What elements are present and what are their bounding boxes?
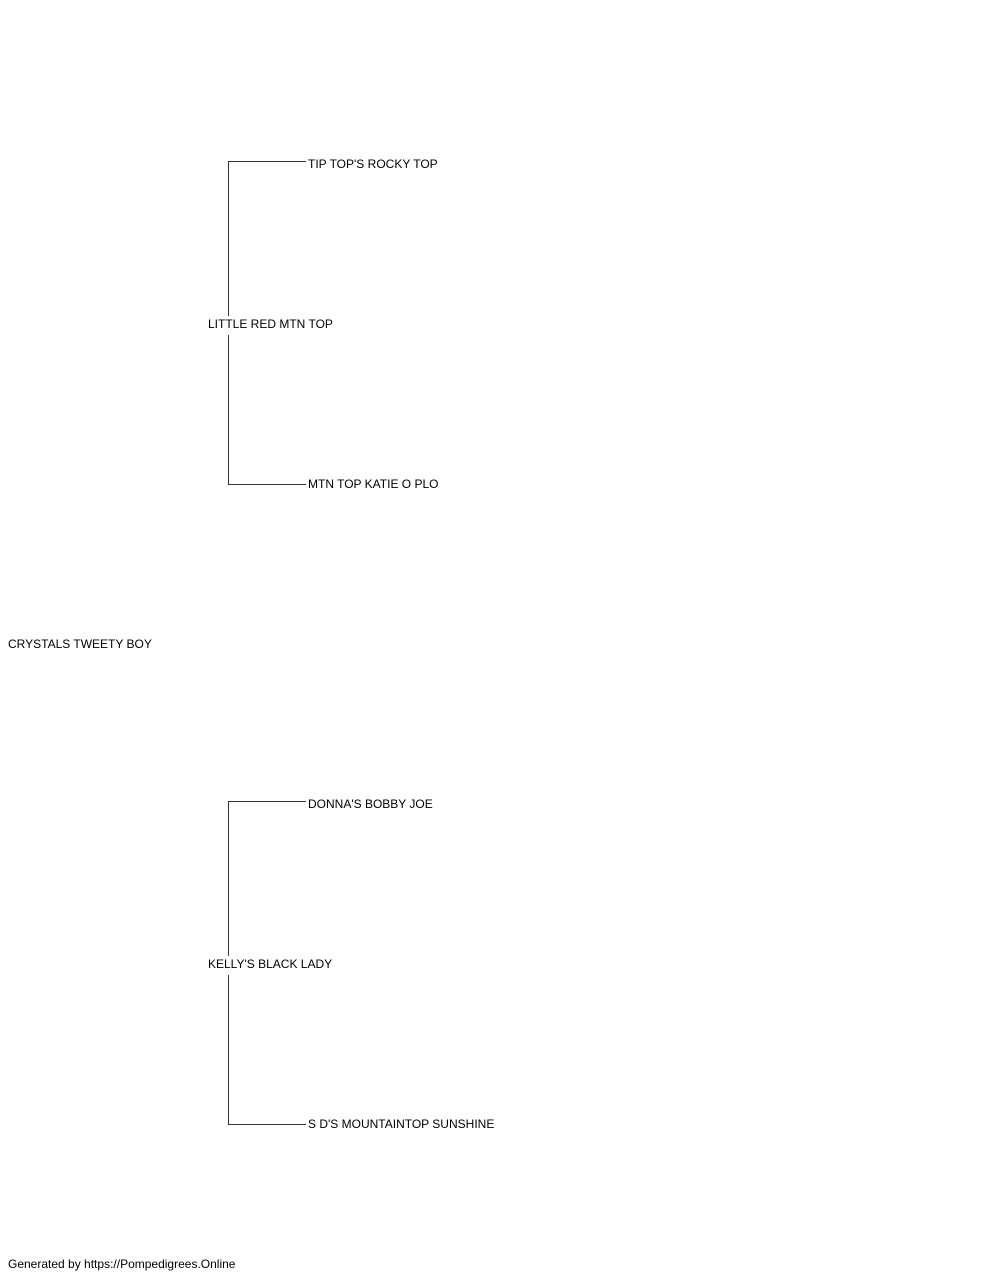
generated-by-credit: Generated by https://Pompedigrees.Online — [8, 1257, 236, 1271]
sire-sire-name: TIP TOP'S ROCKY TOP — [308, 157, 438, 171]
dam-sire-name: DONNA'S BOBBY JOE — [308, 797, 433, 811]
dam-dam-name: S D'S MOUNTAINTOP SUNSHINE — [308, 1117, 495, 1131]
dam-name: KELLY'S BLACK LADY — [208, 957, 333, 971]
sire-name: LITTLE RED MTN TOP — [208, 317, 333, 331]
subject-name: CRYSTALS TWEETY BOY — [8, 637, 152, 651]
sire-dam-name: MTN TOP KATIE O PLO — [308, 477, 439, 491]
